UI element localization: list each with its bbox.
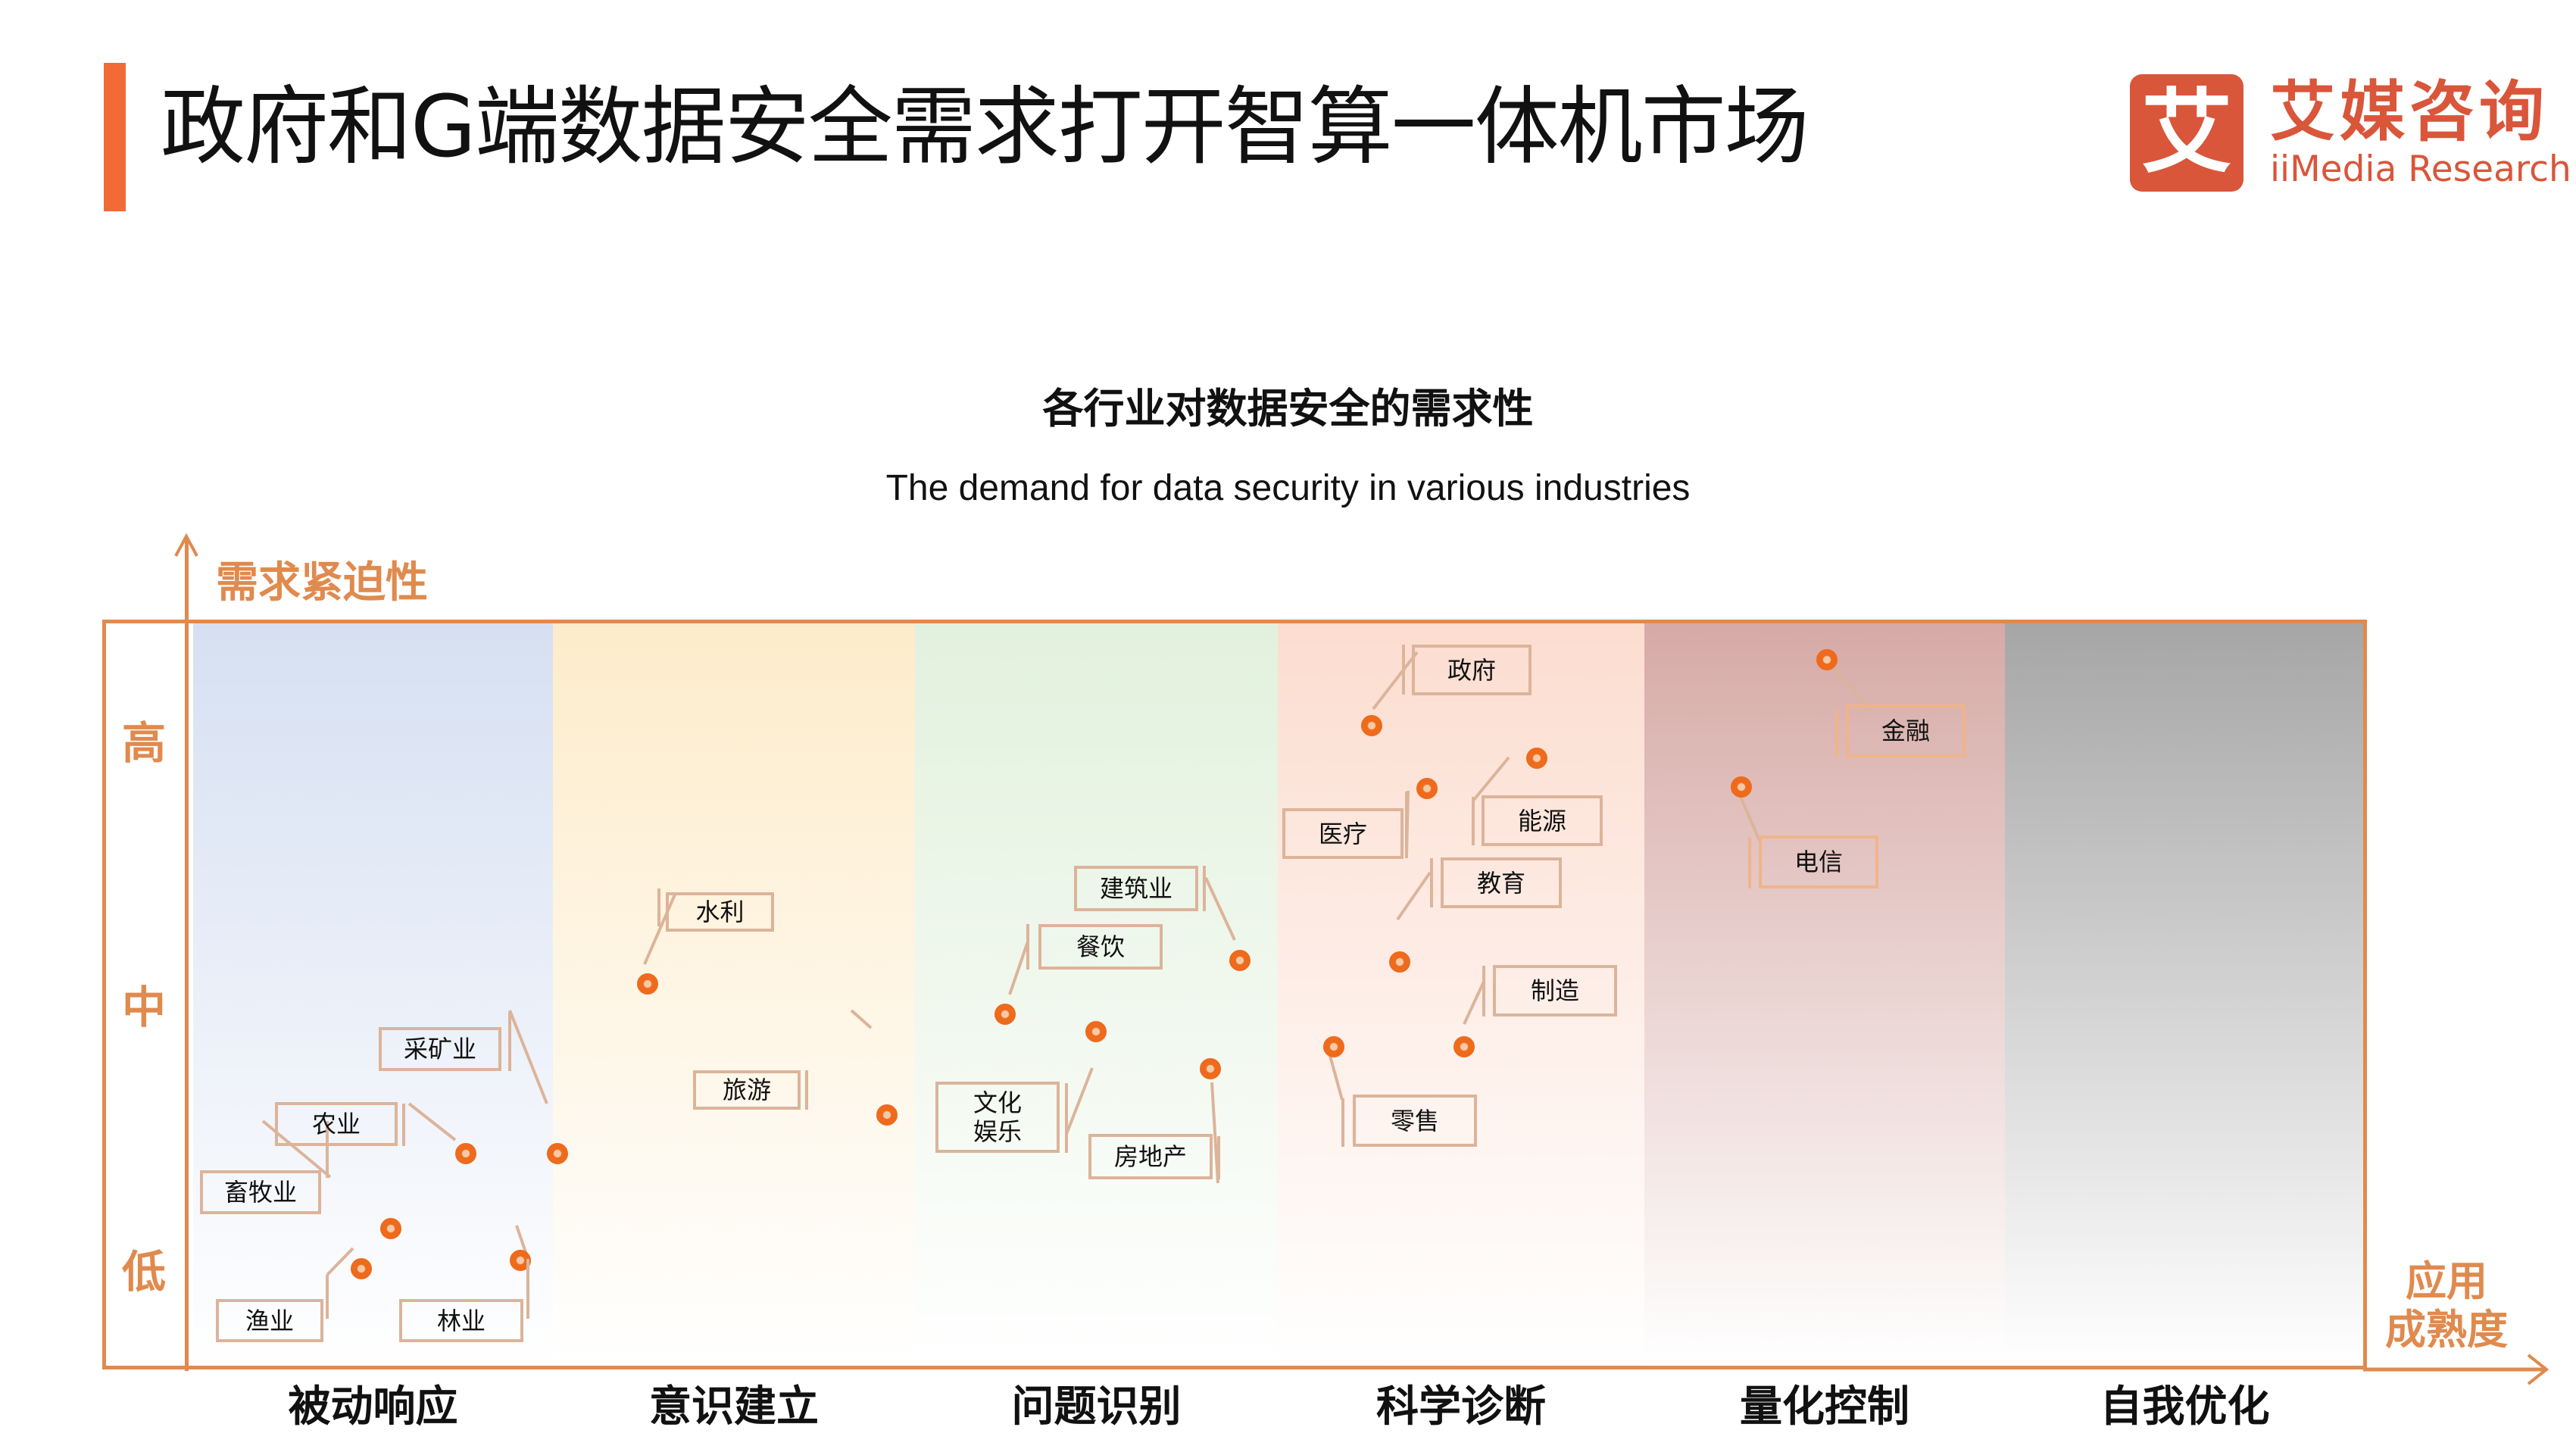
- x-axis-title: 应用 成熟度: [2371, 1257, 2522, 1354]
- title-accent-bar: [104, 63, 126, 211]
- point-catering[interactable]: [994, 1004, 1016, 1025]
- band-passive: [193, 623, 553, 1367]
- label-finance: 金融: [1846, 704, 1966, 757]
- point-retail[interactable]: [1323, 1036, 1344, 1057]
- point-animal-husbandry[interactable]: [380, 1218, 401, 1239]
- label-forestry: 林业: [399, 1299, 523, 1342]
- y-level-low: 低: [121, 1246, 166, 1298]
- point-tourism[interactable]: [876, 1104, 898, 1126]
- point-finance[interactable]: [1816, 649, 1838, 670]
- x-category-identification: 问题识别: [1011, 1382, 1182, 1432]
- label-retail: 零售: [1353, 1095, 1477, 1147]
- y-axis-title: 需求紧迫性: [216, 558, 428, 607]
- label-tick: [1203, 866, 1206, 911]
- label-tick: [1748, 837, 1751, 888]
- label-tick: [657, 888, 660, 926]
- point-construction[interactable]: [1229, 950, 1251, 971]
- label-tick: [1217, 1136, 1220, 1179]
- band-awareness: [553, 623, 915, 1367]
- x-category-diagnosis: 科学诊断: [1376, 1382, 1546, 1432]
- label-manufacturing: 制造: [1493, 965, 1617, 1016]
- label-tick: [326, 1275, 329, 1319]
- label-tick: [1835, 710, 1838, 757]
- label-water-conservancy: 水利: [666, 892, 774, 932]
- label-energy: 能源: [1482, 795, 1603, 846]
- chart-frame: [102, 620, 2367, 1369]
- x-category-awareness: 意识建立: [649, 1382, 819, 1432]
- brand-logo: 艾 艾媒咨询 iiMedia Research: [2130, 74, 2571, 195]
- point-real-estate[interactable]: [1200, 1058, 1221, 1079]
- label-healthcare: 医疗: [1282, 808, 1404, 859]
- label-tick: [1341, 1098, 1344, 1147]
- label-fishery: 渔业: [216, 1299, 323, 1342]
- label-mining: 采矿业: [379, 1027, 501, 1071]
- band-diagnosis: [1278, 623, 1644, 1367]
- point-telecom[interactable]: [1731, 776, 1752, 798]
- y-axis-line: [185, 539, 189, 1371]
- label-tick: [326, 1121, 329, 1178]
- y-axis-arrow-icon: [174, 532, 198, 557]
- label-telecom: 电信: [1759, 835, 1878, 888]
- band-self-optimize: [2005, 623, 2365, 1367]
- label-tick: [526, 1259, 529, 1319]
- chart-title: 各行业对数据安全的需求性: [1042, 385, 1534, 433]
- point-culture-entertainment[interactable]: [1085, 1021, 1107, 1042]
- label-construction: 建筑业: [1074, 866, 1198, 911]
- y-level-high: 高: [121, 717, 166, 769]
- label-tick: [1026, 924, 1029, 970]
- label-government: 政府: [1412, 645, 1532, 695]
- point-government[interactable]: [1361, 715, 1382, 736]
- label-tick: [1482, 966, 1485, 1016]
- x-axis-title-line2: 成熟度: [2385, 1306, 2508, 1354]
- x-axis-title-line1: 应用: [2406, 1257, 2487, 1305]
- label-tick: [1405, 792, 1408, 858]
- point-fishery[interactable]: [351, 1258, 372, 1279]
- point-water-conservancy[interactable]: [637, 973, 658, 995]
- label-tick: [1065, 1083, 1068, 1153]
- point-energy[interactable]: [1526, 748, 1547, 769]
- label-tourism: 旅游: [693, 1070, 801, 1110]
- band-identification: [915, 623, 1278, 1367]
- x-axis-arrow-icon: [2363, 1354, 2549, 1385]
- label-agriculture: 农业: [275, 1102, 398, 1146]
- logo-name-en: iiMedia Research: [2270, 148, 2571, 190]
- label-culture-entertainment: 文化 娱乐: [935, 1082, 1060, 1153]
- label-tick: [508, 1012, 511, 1071]
- label-tick: [402, 1104, 405, 1146]
- label-culture-line1: 文化: [973, 1088, 1022, 1117]
- logo-name-cn: 艾媒咨询: [2270, 74, 2549, 150]
- label-tick: [1430, 858, 1433, 907]
- label-tick: [805, 1070, 808, 1110]
- label-tick: [1472, 797, 1475, 845]
- x-category-passive: 被动响应: [288, 1382, 458, 1432]
- logo-mark-icon: 艾: [2130, 74, 2243, 192]
- y-level-mid: 中: [121, 982, 166, 1033]
- label-culture-line2: 娱乐: [973, 1117, 1022, 1146]
- chart-subtitle: The demand for data security in various …: [885, 468, 1691, 508]
- label-catering: 餐饮: [1038, 924, 1163, 970]
- point-manufacturing[interactable]: [1453, 1036, 1475, 1057]
- x-category-quantified: 量化控制: [1740, 1382, 1909, 1432]
- page-title: 政府和G端数据安全需求打开智算一体机市场: [161, 78, 1809, 176]
- label-real-estate: 房地产: [1088, 1134, 1213, 1179]
- point-healthcare[interactable]: [1416, 778, 1438, 799]
- point-agriculture[interactable]: [455, 1143, 476, 1164]
- point-mining[interactable]: [547, 1143, 568, 1164]
- label-education: 教育: [1441, 857, 1562, 908]
- label-animal-husbandry: 畜牧业: [200, 1170, 321, 1214]
- label-tick: [1402, 645, 1405, 695]
- band-quantified: [1644, 623, 2005, 1367]
- x-category-self-optimize: 自我优化: [2100, 1382, 2270, 1432]
- point-education[interactable]: [1389, 951, 1410, 973]
